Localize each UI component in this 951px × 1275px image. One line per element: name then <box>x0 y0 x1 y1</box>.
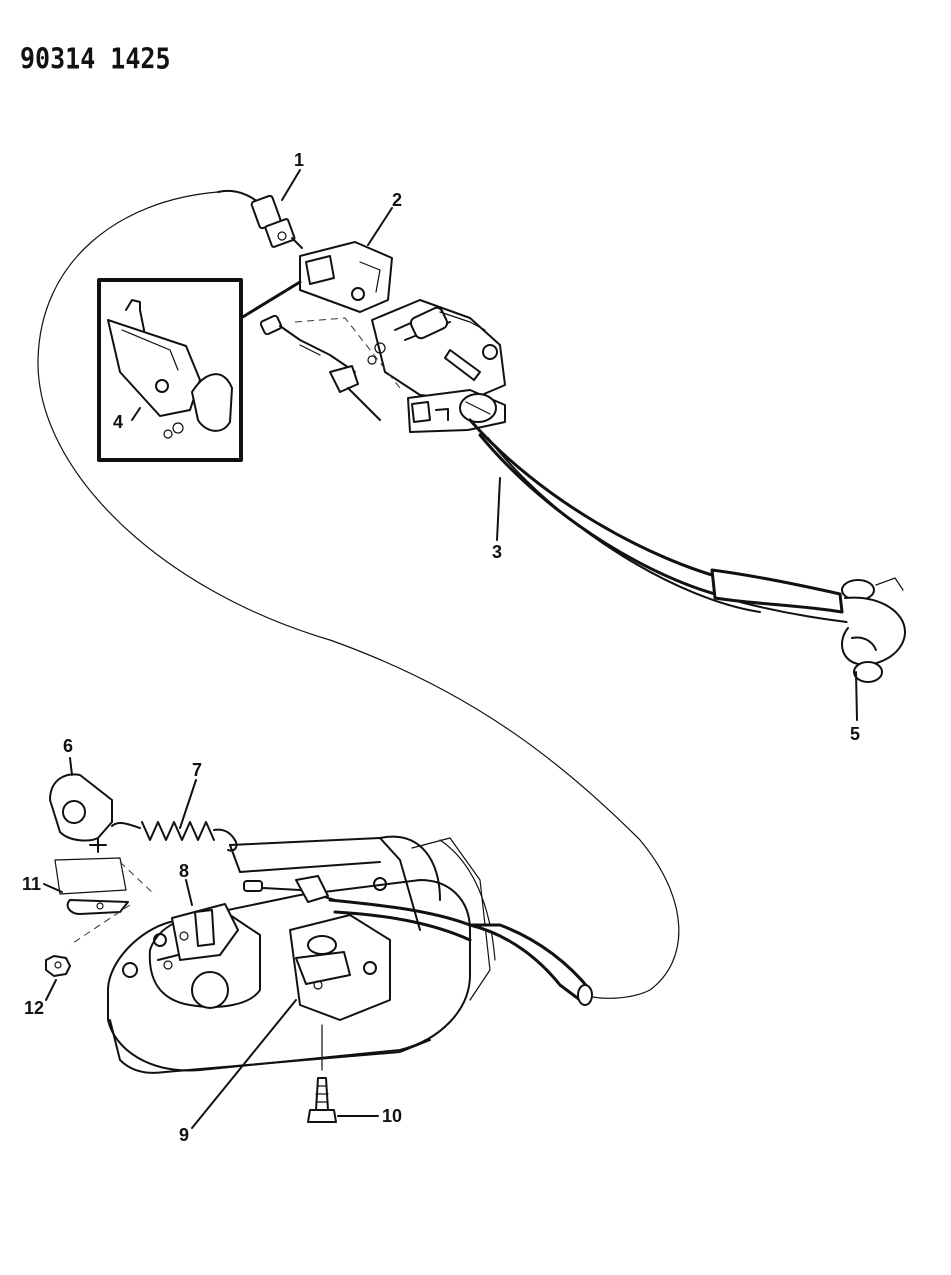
callout-3: 3 <box>492 542 502 562</box>
leader-8 <box>185 879 193 906</box>
return-spring-7 <box>111 821 238 852</box>
washer-11 <box>54 857 156 946</box>
callout-9: 9 <box>179 1125 189 1145</box>
leader-9 <box>191 999 297 1129</box>
leader-1 <box>281 169 301 201</box>
shift-column-body <box>367 299 506 401</box>
lower-transaxle-assembly <box>43 757 593 1129</box>
leader-12 <box>45 979 57 1001</box>
leader-6 <box>69 757 73 776</box>
callout-7: 7 <box>192 760 202 780</box>
cable-routing-line <box>37 191 680 999</box>
callout-10: 10 <box>382 1106 402 1126</box>
callout-1: 1 <box>294 150 304 170</box>
cable-clip-5 <box>841 577 906 683</box>
document-code: 90314 1425 <box>20 42 171 76</box>
inset-pointer <box>239 280 302 320</box>
upper-shift-assembly <box>217 169 906 721</box>
upper-cable-end <box>259 314 401 421</box>
nut-12 <box>45 955 71 977</box>
bolt-10 <box>307 1024 337 1123</box>
bracket-6 <box>49 773 113 853</box>
callout-4: 4 <box>113 412 123 432</box>
shift-cable-3 <box>468 418 871 626</box>
leader-5 <box>855 671 858 721</box>
column-lower-plate <box>407 389 506 433</box>
callout-11: 11 <box>22 874 41 894</box>
callout-6: 6 <box>63 736 73 756</box>
leader-4 <box>131 407 141 421</box>
cable-connector-1 <box>250 194 303 249</box>
leader-7 <box>179 779 197 829</box>
leader-11 <box>43 883 63 893</box>
leader-2 <box>367 207 393 246</box>
detail-inset <box>97 278 302 462</box>
callout-8: 8 <box>179 861 189 881</box>
column-bracket-2 <box>299 241 393 313</box>
callout-2: 2 <box>392 190 402 210</box>
callout-5: 5 <box>850 724 860 744</box>
leader-3 <box>496 477 501 541</box>
callout-12: 12 <box>24 998 44 1018</box>
shift-lever-8 <box>157 903 239 970</box>
